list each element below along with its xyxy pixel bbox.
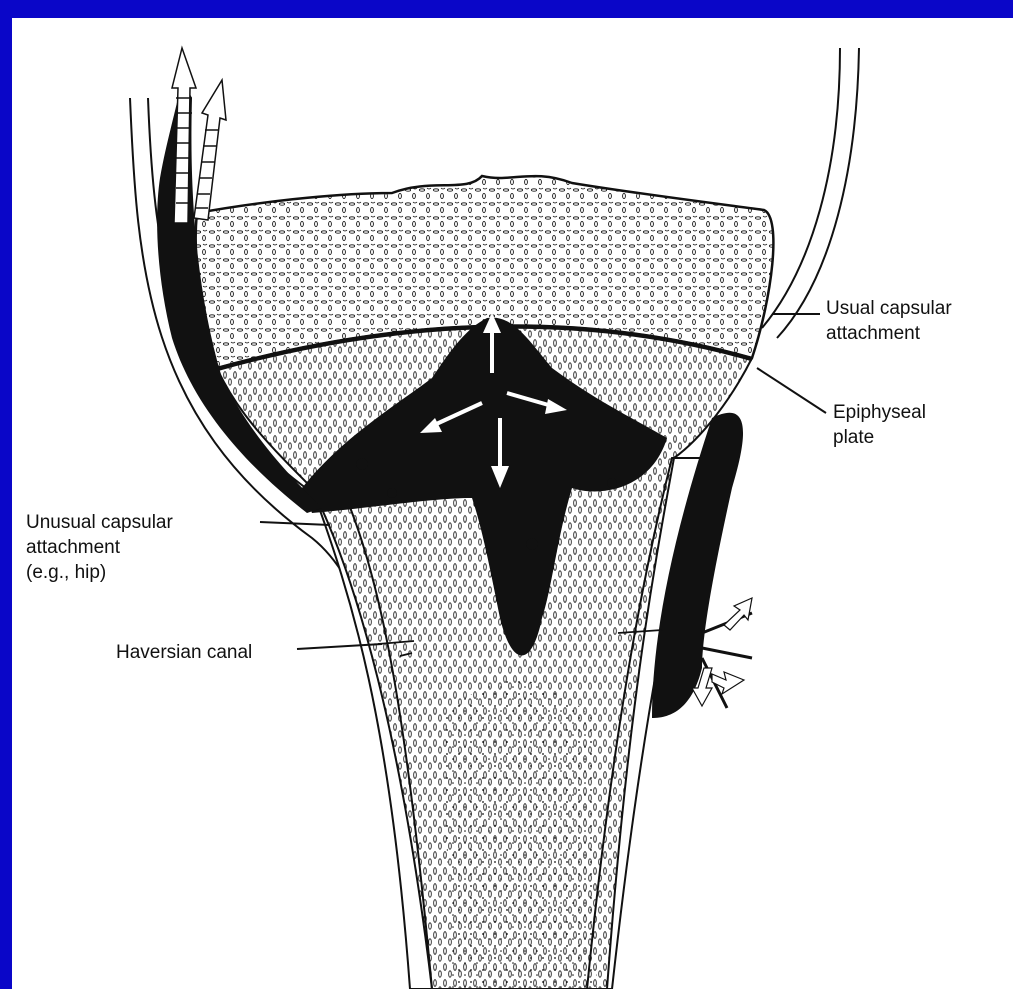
leader-epiphyseal xyxy=(757,368,826,413)
right-capsule-outer-line xyxy=(777,48,859,338)
marrow-cavity xyxy=(442,681,597,989)
label-haversian-canal: Haversian canal xyxy=(116,640,252,665)
escape-arrow-right-icon xyxy=(194,80,226,220)
bone-diagram xyxy=(12,18,1013,989)
right-capsule-inner-line xyxy=(762,48,840,328)
bone-diagram-figure: Usual capsular attachment Epiphyseal pla… xyxy=(12,18,1013,989)
label-usual-capsular-attachment: Usual capsular attachment xyxy=(826,296,952,346)
label-unusual-capsular-attachment: Unusual capsular attachment (e.g., hip) xyxy=(26,510,173,585)
label-epiphyseal-plate: Epiphyseal plate xyxy=(833,400,926,450)
